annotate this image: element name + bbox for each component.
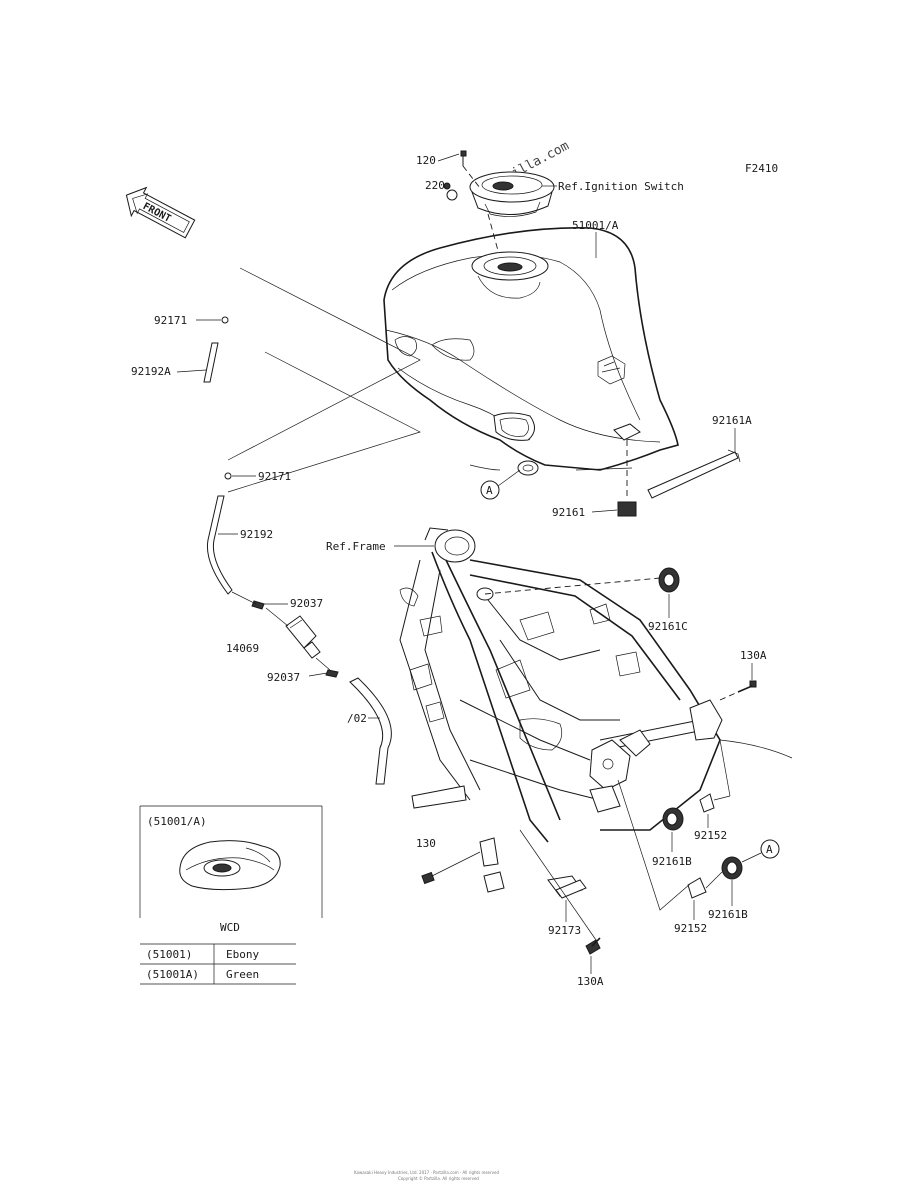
- callout-damper-block: 92161: [552, 506, 585, 519]
- footer-line-2: Copyright © Partzilla. All rights reserv…: [398, 1176, 479, 1181]
- callout-frame-ref: Ref.Frame: [326, 540, 386, 553]
- callout-damper-front: 92161C: [648, 620, 688, 633]
- clip-lower: [224, 472, 232, 480]
- clip-upper: [221, 316, 229, 324]
- damper-front: [658, 567, 680, 593]
- fuel-filter: [265, 607, 321, 659]
- fuel-cap-assembly: [443, 150, 555, 259]
- callout-ignition-ref: Ref.Ignition Switch: [558, 180, 684, 193]
- ref-a-upper-circle: [480, 480, 500, 500]
- callout-damper-b1: 92161B: [652, 855, 692, 868]
- damper-block: [617, 501, 637, 517]
- clamp-upper: [251, 600, 265, 610]
- inset-panel: (51001/A) WCD: [139, 805, 323, 934]
- callout-hose-lower: 92192: [240, 528, 273, 541]
- color-table-row-1: (51001) Ebony: [146, 948, 259, 961]
- callout-drain-hose: /02: [347, 712, 367, 725]
- color-table-color: Ebony: [226, 948, 259, 961]
- callout-clamp-upper: 92037: [290, 597, 323, 610]
- callout-damper-rear: 92161A: [712, 414, 752, 427]
- bolt-left: [421, 871, 435, 885]
- callout-bolt-left: 130: [416, 837, 436, 850]
- color-table-row-2: (51001A) Green: [146, 968, 259, 981]
- color-table-color: Green: [226, 968, 259, 981]
- drain-hose: [349, 677, 392, 785]
- clamp-lower: [325, 669, 339, 678]
- callout-hose-upper: 92192A: [131, 365, 171, 378]
- bolt-right: [737, 680, 757, 693]
- collar-2: [687, 877, 707, 899]
- inset-caption: WCD: [220, 921, 240, 934]
- callout-ref-a-upper: A: [486, 484, 493, 497]
- front-direction-arrow: FRONT: [125, 186, 196, 239]
- collar-1: [699, 793, 715, 813]
- color-table-part: (51001): [146, 948, 192, 961]
- ref-a-lower-circle: [760, 839, 780, 859]
- callout-collar-2: 92152: [674, 922, 707, 935]
- callout-clip-lower: 92171: [258, 470, 291, 483]
- callout-ref-a-lower: A: [766, 843, 773, 856]
- callout-damper-b2: 92161B: [708, 908, 748, 921]
- callout-bolt-bottom: 130A: [577, 975, 604, 988]
- callout-bolt-top: 120: [416, 154, 436, 167]
- frame: [399, 527, 793, 897]
- color-table: (51001) Ebony (51001A) Green: [140, 943, 296, 985]
- inset-title: (51001/A): [147, 815, 207, 828]
- callout-clamp-lower: 92037: [267, 671, 300, 684]
- color-table-part: (51001A): [146, 968, 199, 981]
- fuel-tank: [383, 227, 679, 476]
- damper-b1: [662, 807, 684, 831]
- diagram-id: F2410: [745, 162, 778, 175]
- callout-clip-upper: 92171: [154, 314, 187, 327]
- bolt-bottom: [585, 937, 601, 955]
- hose-upper: [203, 342, 219, 383]
- rear-damper-strip: [647, 449, 741, 499]
- callout-bracket: 92173: [548, 924, 581, 937]
- callout-filter: 14069: [226, 642, 259, 655]
- callout-tank: 51001/A: [572, 219, 619, 232]
- callout-bolt-right: 130A: [740, 649, 767, 662]
- hose-lower: [206, 495, 233, 595]
- callout-collar-1: 92152: [694, 829, 727, 842]
- damper-b2: [721, 856, 743, 880]
- footer-line-1: Kawasaki Heavy Industries, Ltd. 2017 · P…: [354, 1170, 499, 1175]
- callout-nut-top: 220: [425, 179, 445, 192]
